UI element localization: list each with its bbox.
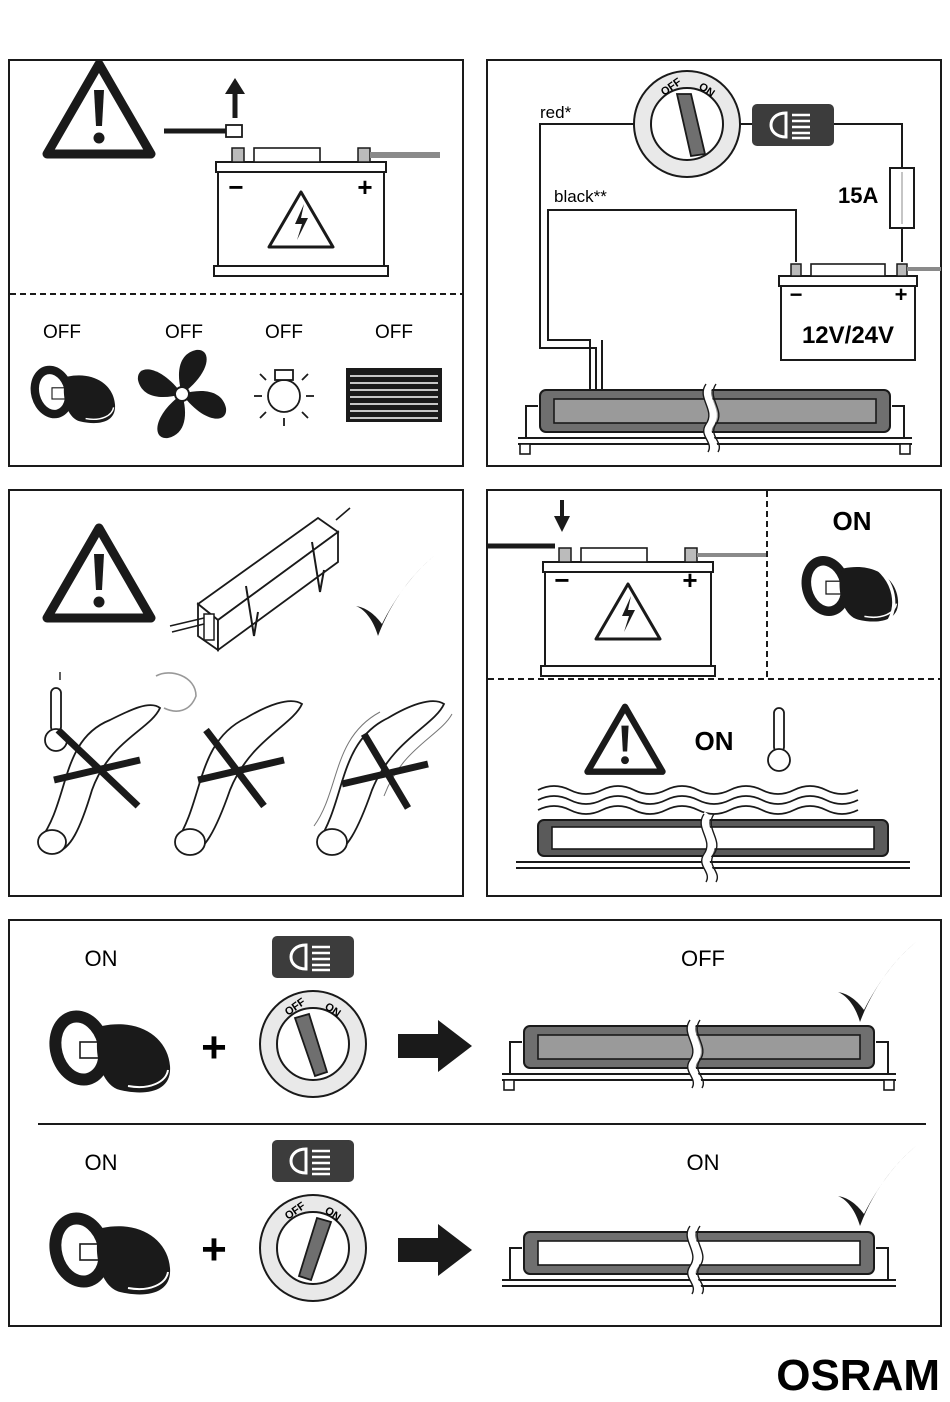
battery-minus-label: − (554, 565, 569, 595)
cable-terminal (226, 125, 242, 137)
hot-hose-crossed-icon (38, 672, 196, 854)
off-label-fan: OFF (165, 322, 203, 343)
red-wire-label: red* (540, 103, 572, 122)
rotary-switch-icon (634, 71, 740, 177)
battery-icon (541, 548, 767, 676)
panel-cable-routing (9, 490, 463, 896)
battery-plus-label: + (682, 565, 697, 595)
row2-result-label: ON (687, 1150, 720, 1175)
ignition-key-icon (41, 1206, 170, 1295)
battery-plus-label: + (895, 282, 908, 307)
battery-voltage-label: 12V/24V (802, 322, 894, 349)
checkmark-icon (356, 556, 434, 636)
rotary-switch-on-icon (260, 1195, 366, 1301)
fan-icon (138, 350, 226, 438)
arrow-up-head-icon (225, 78, 245, 94)
sharp-edge-hose-crossed-icon (175, 701, 302, 855)
row2-ignition-label: ON (85, 1150, 118, 1175)
row-switch-off: ON + OFF ON OFF (41, 936, 916, 1097)
headlight-symbol-icon (272, 1140, 354, 1182)
plus-sign: + (201, 1023, 227, 1072)
red-wire (540, 124, 636, 390)
rear-window-heater-icon (346, 368, 442, 422)
black-wire (548, 210, 796, 390)
warning-triangle-icon (588, 707, 663, 772)
rotary-switch-off-icon (260, 991, 366, 1097)
row-switch-on: ON + OFF ON ON (41, 1140, 916, 1301)
row1-result-label: OFF (681, 946, 725, 971)
battery-minus-label: − (790, 282, 803, 307)
led-light-bar-icon (518, 384, 912, 454)
ignition-key-icon (41, 1004, 170, 1093)
headlight-symbol-icon (272, 936, 354, 978)
ignition-key-icon (25, 361, 115, 423)
plus-sign: + (201, 1225, 227, 1274)
panel-reconnect-and-test: − + ON ON (487, 490, 941, 896)
arrow-right-icon (398, 1020, 472, 1072)
battery-plus-label: + (357, 172, 372, 202)
black-wire-label: black** (554, 187, 607, 206)
thermometer-icon (768, 708, 790, 771)
off-label-light: OFF (265, 322, 303, 343)
off-label-ignition: OFF (43, 322, 81, 343)
led-light-bar-on-icon (502, 1226, 896, 1294)
panel-disconnect-battery: − + OFF OFF OFF OFF (9, 60, 463, 466)
battery-minus-label: − (228, 172, 243, 202)
interior-light-icon (254, 370, 314, 426)
warning-on-label: ON (695, 726, 734, 756)
ignition-on-label: ON (833, 506, 872, 536)
led-light-bar-icon (516, 814, 910, 882)
ignition-key-turned-icon (795, 550, 898, 642)
checkmark-icon (838, 1146, 916, 1226)
arrow-right-icon (398, 1224, 472, 1276)
panel-operation-logic: ON + OFF ON OFF ON + OF (9, 920, 941, 1326)
fuse-rating-label: 15A (838, 183, 878, 208)
panel-wiring-diagram: red* black** OFF ON 15A − + 12V/24V (487, 60, 941, 466)
led-light-bar-off-icon (502, 1020, 896, 1090)
warning-triangle-icon (47, 528, 151, 618)
off-label-heater: OFF (375, 322, 413, 343)
cable-conduit-icon (170, 508, 350, 650)
vibrating-hose-crossed-icon (314, 701, 452, 855)
osram-logo: OSRAM (776, 1351, 940, 1400)
checkmark-icon (838, 942, 916, 1022)
warning-triangle-icon (47, 64, 151, 154)
battery-icon (214, 148, 440, 276)
panel-3-frame (9, 490, 463, 896)
row1-ignition-label: ON (85, 946, 118, 971)
headlight-symbol-icon (752, 104, 834, 146)
heat-waves-icon (538, 786, 858, 814)
